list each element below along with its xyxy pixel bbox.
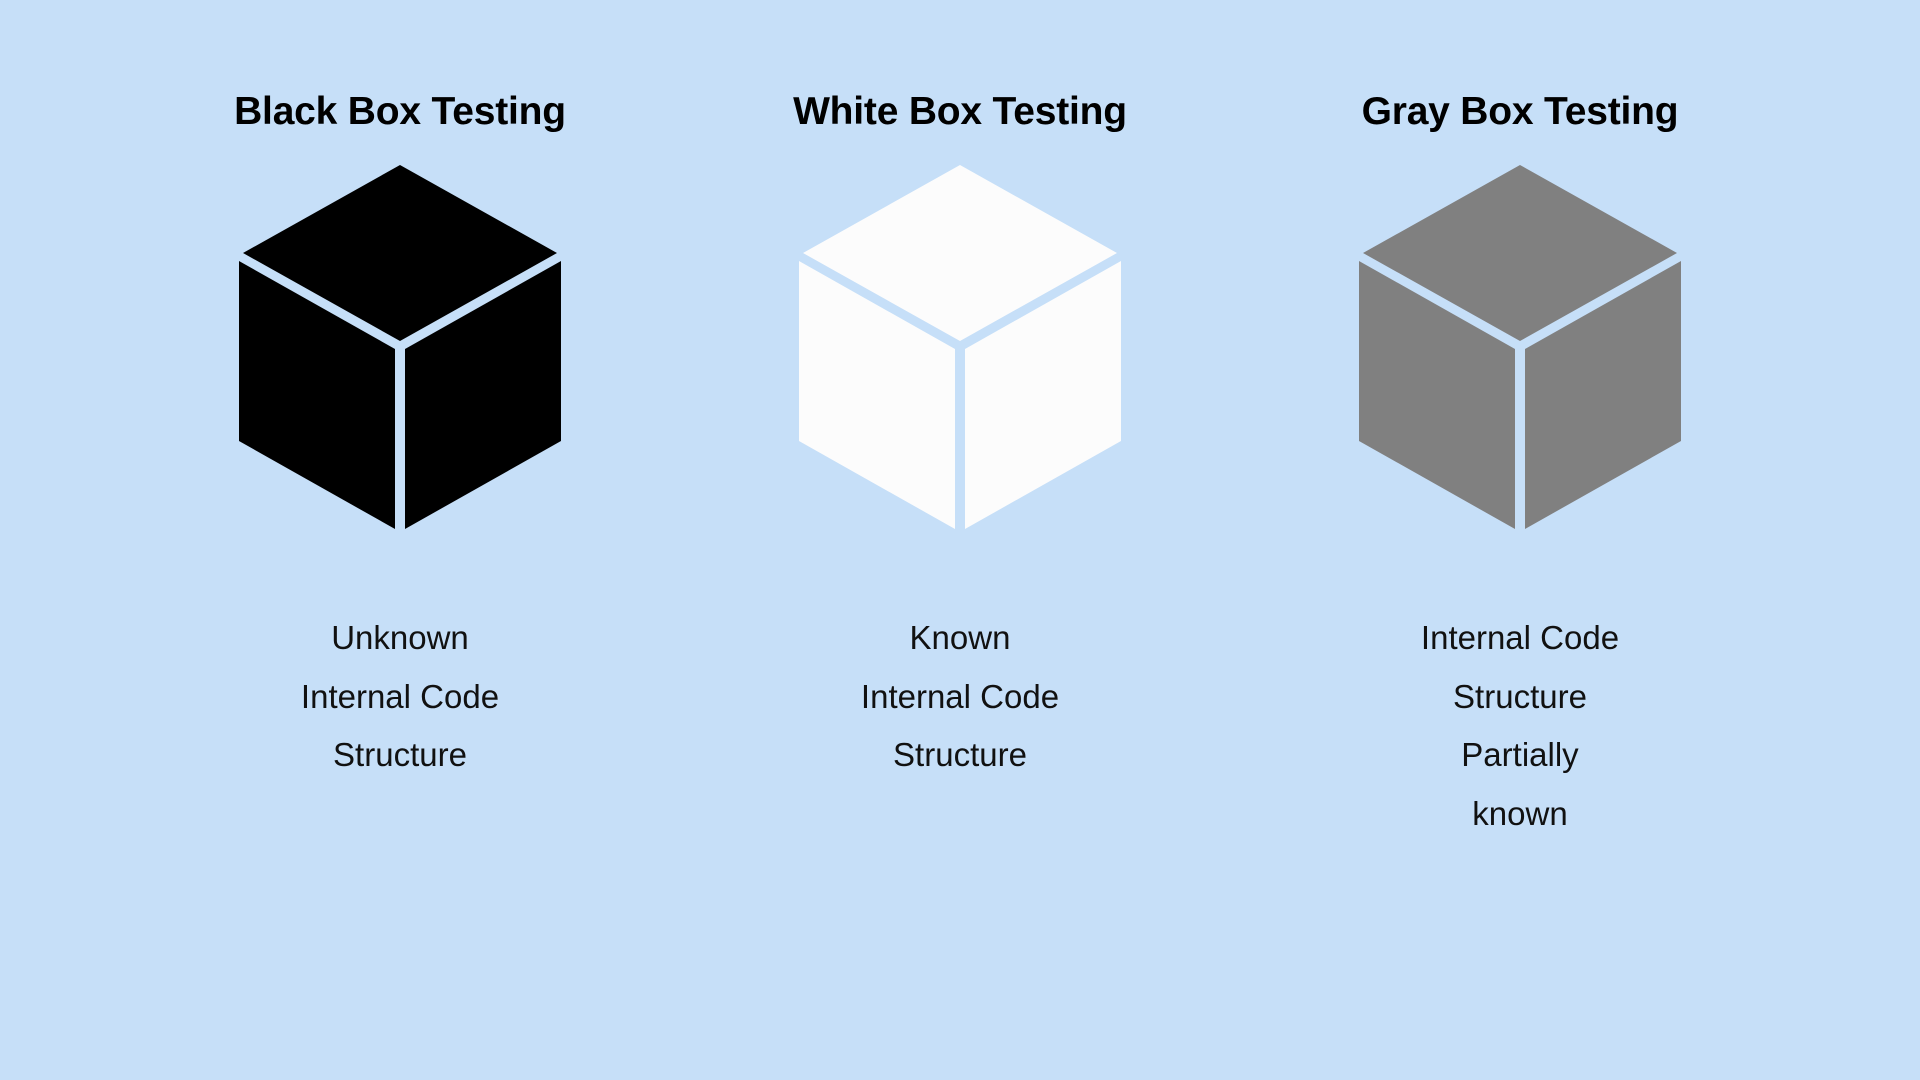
columns-container: Black Box Testing Unknown Internal Code … (120, 90, 1800, 844)
caption-line: Internal Code (1420, 618, 1620, 656)
caption-line: Internal Code (860, 677, 1060, 715)
white-box-cube-icon (799, 164, 1121, 529)
caption-line: Structure (333, 736, 467, 774)
cube-right-face (1525, 260, 1681, 529)
caption-black-box: Unknown Internal Code Structure (301, 609, 499, 785)
caption-line: Partially (1461, 736, 1579, 774)
gray-box-cube-icon (1359, 164, 1681, 529)
caption-white-box: Known Internal Code Structure (861, 609, 1059, 785)
cube-right-face (965, 260, 1121, 529)
caption-line: Structure (1453, 677, 1587, 715)
caption-line: Known (909, 618, 1011, 656)
cube-left-face (799, 260, 955, 529)
cube-illustration-white-box (765, 157, 1155, 587)
caption-line: known (1472, 795, 1568, 833)
column-title-white-box: White Box Testing (793, 90, 1127, 133)
cube-top-face (1363, 164, 1677, 341)
cube-left-face (1359, 260, 1515, 529)
caption-line: Structure (893, 736, 1027, 774)
caption-line: Internal Code (300, 677, 500, 715)
column-title-gray-box: Gray Box Testing (1361, 90, 1679, 133)
column-gray-box: Gray Box Testing Internal Code Structure… (1240, 90, 1800, 844)
black-box-cube-icon (239, 164, 561, 529)
column-black-box: Black Box Testing Unknown Internal Code … (120, 90, 680, 785)
cube-left-face (239, 260, 395, 529)
column-title-black-box: Black Box Testing (234, 90, 566, 133)
caption-gray-box: Internal Code Structure Partially known (1421, 609, 1619, 844)
cube-right-face (405, 260, 561, 529)
column-white-box: White Box Testing Known Internal Code St… (680, 90, 1240, 785)
cube-illustration-black-box (205, 157, 595, 587)
cube-illustration-gray-box (1325, 157, 1715, 587)
cube-top-face (803, 164, 1117, 341)
caption-line: Unknown (331, 618, 469, 656)
cube-top-face (243, 164, 557, 341)
